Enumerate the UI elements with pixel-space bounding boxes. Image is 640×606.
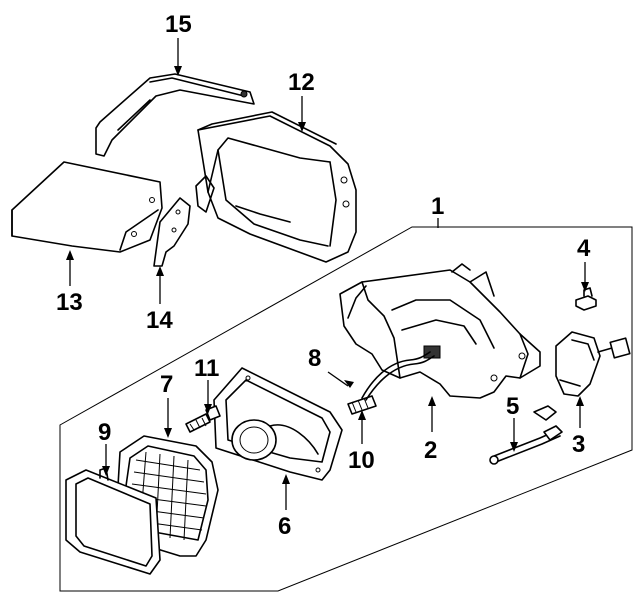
assembly-outline — [59, 226, 633, 592]
callout-1: 1 — [431, 193, 444, 220]
callout-labels: 15 12 13 14 1 4 8 11 7 9 10 6 2 5 3 — [56, 11, 591, 540]
callout-11: 11 — [194, 355, 219, 382]
part-2-mounting-bracket — [339, 263, 541, 399]
part-13-cover-panel — [11, 161, 163, 253]
callout-2: 2 — [424, 437, 437, 464]
callout-12: 12 — [288, 69, 315, 96]
part-15-trim-bracket — [95, 73, 255, 157]
callout-14: 14 — [146, 307, 173, 334]
callout-8: 8 — [308, 345, 321, 372]
callout-6: 6 — [278, 513, 291, 540]
callout-13: 13 — [56, 289, 83, 316]
callout-10: 10 — [348, 447, 375, 474]
callout-3: 3 — [572, 431, 585, 458]
part-9-bezel — [65, 467, 161, 575]
leader-lines — [66, 38, 589, 510]
callout-9: 9 — [98, 419, 111, 446]
part-6-retaining-ring — [213, 367, 343, 481]
part-5-rod — [489, 405, 563, 465]
callout-15: 15 — [165, 11, 192, 38]
callout-7: 7 — [160, 371, 173, 398]
part-8-wire-harness — [361, 351, 435, 401]
part-14-bracket — [153, 197, 191, 267]
part-3-adjuster-motor — [555, 331, 631, 397]
callout-5: 5 — [506, 393, 519, 420]
part-4-clip — [575, 287, 597, 311]
callout-4: 4 — [577, 235, 591, 262]
part-10-adjust-screw — [347, 395, 377, 415]
part-12-housing — [195, 111, 357, 263]
